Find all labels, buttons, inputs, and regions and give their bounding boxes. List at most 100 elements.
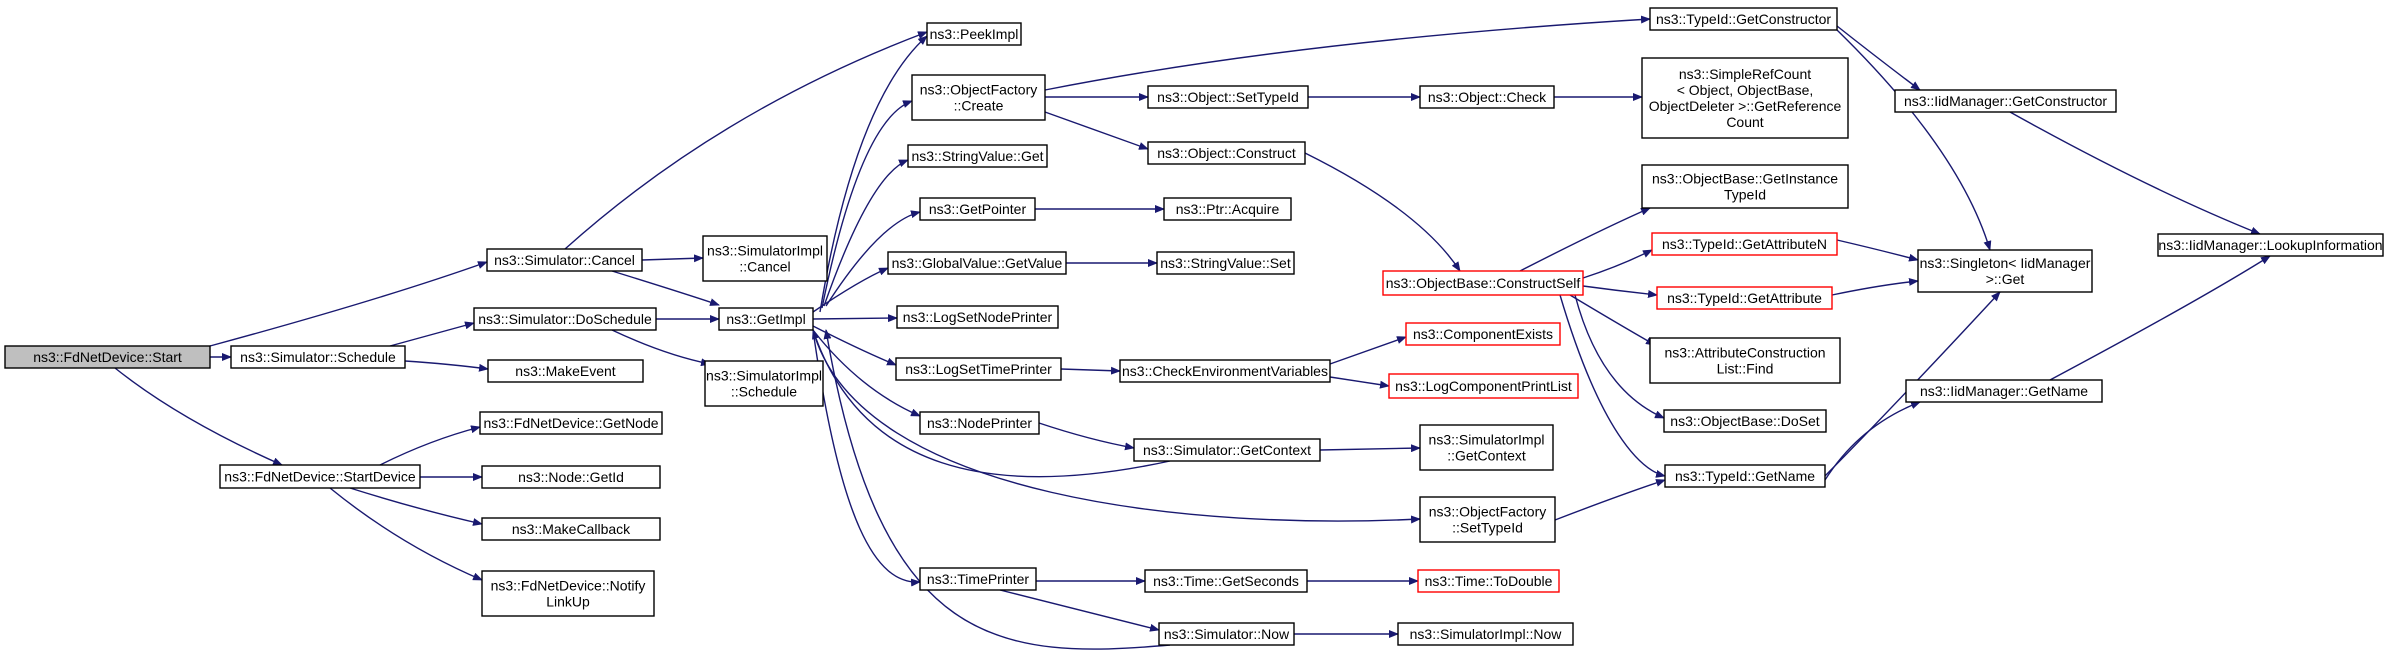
node-stringvalueget[interactable]: ns3::StringValue::Get bbox=[907, 144, 1048, 168]
node-makeevent[interactable]: ns3::MakeEvent bbox=[487, 359, 644, 383]
node-label: ::SetTypeId bbox=[1452, 520, 1523, 536]
node-label: ns3::Simulator::GetContext bbox=[1143, 442, 1311, 458]
node-checkenv[interactable]: ns3::CheckEnvironmentVariables bbox=[1119, 359, 1331, 383]
node-label: ns3::FdNetDevice::StartDevice bbox=[224, 469, 416, 485]
node-label: ns3::Simulator::Cancel bbox=[494, 252, 635, 268]
node-constructself[interactable]: ns3::ObjectBase::ConstructSelf bbox=[1382, 270, 1584, 296]
node-componentexists[interactable]: ns3::ComponentExists bbox=[1405, 322, 1561, 346]
node-simimplcancel[interactable]: ns3::SimulatorImpl::Cancel bbox=[702, 235, 828, 282]
node-schedule[interactable]: ns3::Simulator::Schedule bbox=[230, 345, 406, 369]
node-box bbox=[907, 144, 1048, 168]
node-box bbox=[1649, 337, 1841, 384]
node-nodegetid[interactable]: ns3::Node::GetId bbox=[481, 465, 661, 489]
node-label: ns3::LogSetNodePrinter bbox=[903, 309, 1053, 325]
node-simnow[interactable]: ns3::Simulator::Now bbox=[1158, 622, 1295, 646]
node-box bbox=[1147, 141, 1306, 165]
node-getattributen[interactable]: ns3::TypeId::GetAttributeN bbox=[1651, 232, 1838, 256]
node-label: ns3::ComponentExists bbox=[1413, 326, 1553, 342]
node-box bbox=[219, 464, 421, 489]
node-objconstruct[interactable]: ns3::Object::Construct bbox=[1147, 141, 1306, 165]
node-iidgetname[interactable]: ns3::IidManager::GetName bbox=[1905, 379, 2103, 403]
node-objectbasedoset[interactable]: ns3::ObjectBase::DoSet bbox=[1663, 409, 1827, 433]
node-label: ns3::SimulatorImpl bbox=[1429, 432, 1545, 448]
node-logsetnodeprinter[interactable]: ns3::LogSetNodePrinter bbox=[896, 305, 1059, 329]
node-startdevice[interactable]: ns3::FdNetDevice::StartDevice bbox=[219, 464, 421, 489]
node-label: ns3::LogSetTimePrinter bbox=[905, 361, 1052, 377]
node-label: ns3::Object::Check bbox=[1428, 89, 1547, 105]
node-label: ns3::FdNetDevice::Notify bbox=[491, 578, 646, 594]
node-label: ns3::ObjectBase::DoSet bbox=[1670, 413, 1820, 429]
edge-startdevice-to-notifylinkup bbox=[329, 487, 483, 581]
node-timegetseconds[interactable]: ns3::Time::GetSeconds bbox=[1144, 569, 1308, 593]
node-getimpl[interactable]: ns3::GetImpl bbox=[718, 307, 814, 331]
node-getnode[interactable]: ns3::FdNetDevice::GetNode bbox=[479, 411, 663, 435]
node-globalvalueget[interactable]: ns3::GlobalValue::GetValue bbox=[887, 251, 1067, 275]
node-iidgetconstructor[interactable]: ns3::IidManager::GetConstructor bbox=[1894, 89, 2117, 113]
edge-constructself-to-attrconstructionlist bbox=[1569, 294, 1656, 346]
edge-constructself-to-getattribute bbox=[1582, 285, 1658, 299]
node-label: ns3::ObjectBase::ConstructSelf bbox=[1386, 275, 1581, 291]
node-label: ::Cancel bbox=[739, 259, 790, 275]
edge-getimpl-to-stringvalueget bbox=[823, 159, 909, 307]
edge-getimpl-to-getpointer bbox=[825, 210, 921, 307]
node-ofcreate[interactable]: ns3::ObjectFactory::Create bbox=[911, 74, 1046, 121]
node-simimplnow[interactable]: ns3::SimulatorImpl::Now bbox=[1397, 622, 1574, 646]
edge-ofcreate-to-objconstruct bbox=[1044, 111, 1149, 150]
node-label: ns3::StringValue::Get bbox=[911, 148, 1043, 164]
node-simimplschedule[interactable]: ns3::SimulatorImpl::Schedule bbox=[704, 360, 824, 407]
node-start[interactable]: ns3::FdNetDevice::Start bbox=[4, 345, 211, 369]
edge-schedule-to-makeevent bbox=[404, 360, 489, 372]
node-label: ns3::TypeId::GetName bbox=[1675, 468, 1815, 484]
node-box bbox=[230, 345, 406, 369]
node-label: < Object, ObjectBase, bbox=[1677, 82, 1814, 98]
node-box bbox=[1158, 622, 1295, 646]
node-stringvalueset[interactable]: ns3::StringValue::Set bbox=[1156, 251, 1295, 275]
node-box bbox=[919, 197, 1036, 221]
node-iidlookup[interactable]: ns3::IidManager::LookupInformation bbox=[2157, 233, 2384, 257]
node-box bbox=[481, 570, 655, 617]
edge-typeidgetconstructor-to-singletonget bbox=[1836, 29, 1992, 251]
node-typeidgetconstructor[interactable]: ns3::TypeId::GetConstructor bbox=[1649, 7, 1838, 31]
node-objsettypeid[interactable]: ns3::Object::SetTypeId bbox=[1147, 85, 1309, 109]
node-timeprinter[interactable]: ns3::TimePrinter bbox=[919, 567, 1037, 591]
node-simgetcontext[interactable]: ns3::Simulator::GetContext bbox=[1133, 438, 1321, 462]
node-logsettimeprinter[interactable]: ns3::LogSetTimePrinter bbox=[895, 357, 1062, 381]
node-timetodouble[interactable]: ns3::Time::ToDouble bbox=[1417, 569, 1560, 593]
edge-iidgetconstructor-to-iidlookup bbox=[2009, 111, 2261, 235]
edge-typeidgetconstructor-to-iidgetconstructor bbox=[1836, 25, 1921, 91]
node-box bbox=[481, 517, 661, 541]
node-singletonget[interactable]: ns3::Singleton< IidManager>::Get bbox=[1917, 249, 2093, 293]
node-label: ns3::Singleton< IidManager bbox=[1920, 255, 2091, 271]
node-label: ns3::SimulatorImpl bbox=[707, 243, 823, 259]
edges-layer bbox=[114, 15, 2271, 650]
edge-simnow-to-getimpl bbox=[823, 329, 1171, 650]
node-box bbox=[1664, 464, 1826, 488]
node-getattribute[interactable]: ns3::TypeId::GetAttribute bbox=[1656, 286, 1833, 310]
node-simplerefcount[interactable]: ns3::SimpleRefCount< Object, ObjectBase,… bbox=[1641, 57, 1849, 139]
node-doschedule[interactable]: ns3::Simulator::DoSchedule bbox=[473, 307, 657, 331]
node-cancel[interactable]: ns3::Simulator::Cancel bbox=[486, 248, 643, 272]
node-ofsettypeid[interactable]: ns3::ObjectFactory::SetTypeId bbox=[1419, 496, 1556, 543]
edge-getattributen-to-singletonget bbox=[1836, 239, 1919, 262]
node-label: >::Get bbox=[1986, 271, 2025, 287]
node-objcheck[interactable]: ns3::Object::Check bbox=[1419, 85, 1555, 109]
edge-nodeprinter-to-simgetcontext bbox=[1038, 422, 1135, 451]
node-box bbox=[896, 305, 1059, 329]
node-makecallback[interactable]: ns3::MakeCallback bbox=[481, 517, 661, 541]
edge-checkenv-to-logcomponentprintlist bbox=[1329, 376, 1390, 389]
edge-typeidgetname-to-iidgetname bbox=[1824, 401, 1921, 481]
node-logcomponentprintlist[interactable]: ns3::LogComponentPrintList bbox=[1388, 373, 1579, 399]
node-ptracquire[interactable]: ns3::Ptr::Acquire bbox=[1163, 197, 1292, 221]
node-label: ns3::Object::Construct bbox=[1157, 145, 1296, 161]
node-getpointer[interactable]: ns3::GetPointer bbox=[919, 197, 1036, 221]
node-simimplgetcontext[interactable]: ns3::SimulatorImpl::GetContext bbox=[1419, 424, 1554, 471]
node-peekimpl[interactable]: ns3::PeekImpl bbox=[926, 22, 1022, 46]
edge-ofsettypeid-to-typeidgetname bbox=[1554, 479, 1666, 521]
node-nodeprinter[interactable]: ns3::NodePrinter bbox=[919, 411, 1040, 435]
node-typeidgetname[interactable]: ns3::TypeId::GetName bbox=[1664, 464, 1826, 488]
node-label: ns3::StringValue::Set bbox=[1160, 255, 1291, 271]
